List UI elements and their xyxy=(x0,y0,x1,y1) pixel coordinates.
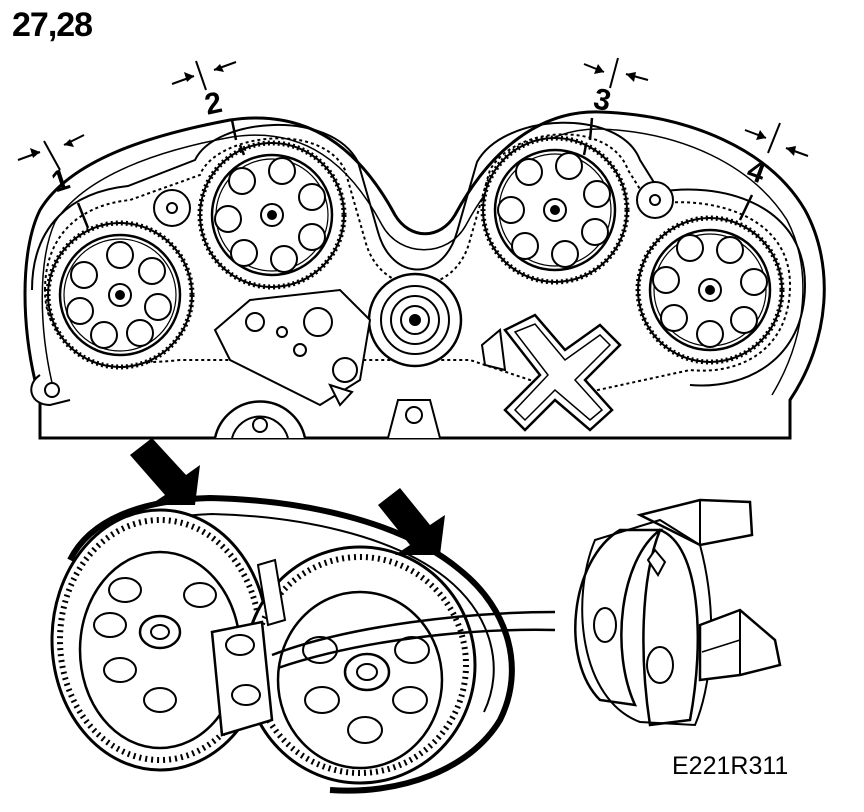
tensioner-bracket xyxy=(213,288,372,407)
belt-tensioner xyxy=(367,272,463,368)
timing-mark-3 xyxy=(582,57,649,156)
timing-mark-1 xyxy=(17,134,90,229)
camshaft-pulley-3 xyxy=(480,135,630,285)
timing-mark-label-3: 3 xyxy=(591,82,614,118)
locking-tool-detail xyxy=(574,498,782,727)
cover-lug xyxy=(30,374,71,407)
detail-callout-leader xyxy=(271,610,556,657)
camshaft-pulley-1 xyxy=(45,220,195,370)
timing-belt xyxy=(43,133,792,397)
idler-roller-left xyxy=(153,189,191,227)
pointer-arrow-left xyxy=(130,438,200,505)
timing-mark-label-4: 4 xyxy=(743,154,770,191)
idler-roller-right xyxy=(636,181,674,219)
camshaft-gear-left xyxy=(50,508,270,772)
locking-tool-view xyxy=(50,438,782,794)
camshaft-locking-tool xyxy=(210,558,287,737)
timing-mark-4 xyxy=(738,122,809,221)
step-label: 27,28 xyxy=(12,6,93,44)
timing-mark-label-2: 2 xyxy=(202,86,225,122)
figure-code: E221R311 xyxy=(672,752,789,780)
engine-front-view: 1 2 3 4 xyxy=(17,57,826,440)
camshaft-pulley-2 xyxy=(197,140,347,290)
timing-cover-outline xyxy=(23,110,826,440)
timing-mark-2 xyxy=(171,60,246,156)
pointer-arrow-right xyxy=(378,488,445,555)
water-pump xyxy=(387,399,441,439)
crankshaft-pulley xyxy=(213,400,307,439)
x-bracket xyxy=(480,313,622,432)
camshaft-pulley-4 xyxy=(635,215,785,365)
